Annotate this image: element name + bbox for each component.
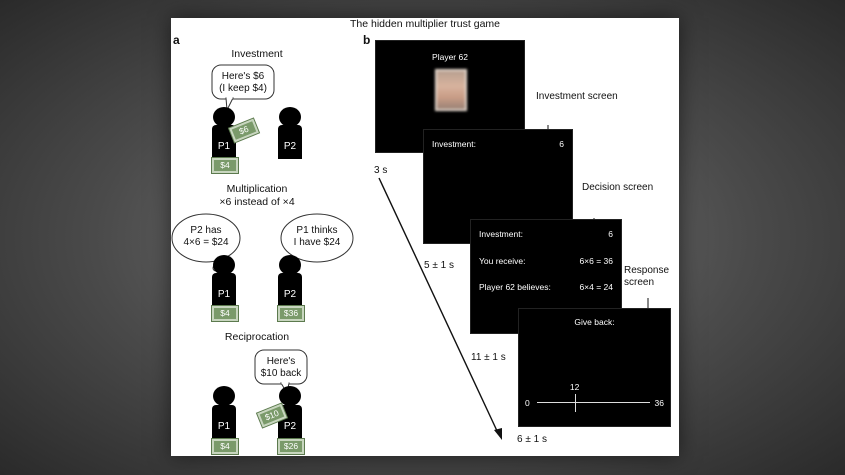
p2-head <box>279 386 301 406</box>
believes-label: Player 62 believes: <box>479 282 551 292</box>
slider-track[interactable] <box>537 402 650 403</box>
p2-head <box>279 255 301 275</box>
investment-screen-caption: Investment screen <box>536 91 618 102</box>
response-screen: Give back: 0 36 12 <box>518 308 671 427</box>
timing-2: 5 ± 1 s <box>424 260 454 271</box>
figure-title: The hidden multiplier trust game <box>350 18 500 30</box>
p1-body: P1 <box>212 273 236 307</box>
decision-investment-label: Investment: <box>479 229 523 239</box>
slider-value: 12 <box>569 382 580 392</box>
p2-thought-bubble <box>171 213 241 263</box>
player-name: Player 62 <box>432 52 468 62</box>
p2-money: $36 <box>278 306 304 321</box>
timeline-arrowhead <box>494 428 502 440</box>
investment-value: 6 <box>559 139 564 149</box>
p1-head <box>213 107 235 127</box>
p1-money: $4 <box>212 439 238 454</box>
figure: The hidden multiplier trust game a b Inv… <box>171 18 679 456</box>
timing-4: 6 ± 1 s <box>517 434 547 445</box>
reciprocation-speech-bubble <box>254 349 308 385</box>
p2-money: $26 <box>278 439 304 454</box>
receive-label: You receive: <box>479 256 526 266</box>
p2-label: P2 <box>283 141 297 152</box>
p2-head <box>279 107 301 127</box>
p1-label: P1 <box>217 289 231 300</box>
p2-label: P2 <box>283 421 297 432</box>
timing-1: 3 s <box>374 165 388 176</box>
panel-b-letter: b <box>363 33 371 47</box>
panel-a-letter: a <box>173 33 180 47</box>
timing-3: 11 ± 1 s <box>471 352 506 363</box>
reciprocation-label: Reciprocation <box>224 331 290 343</box>
timeline-arrow <box>378 177 499 434</box>
investment-speech-text: Here's $6 (I keep $4) <box>219 71 267 94</box>
multiplication-label: Multiplication <box>226 183 288 195</box>
multiplication-sublabel: ×6 instead of ×4 <box>219 196 295 208</box>
reciprocation-speech-text: Here's $10 back <box>260 356 302 379</box>
p1-money: $4 <box>212 306 238 321</box>
investment-speech-bubble <box>211 64 275 100</box>
slider-thumb[interactable] <box>574 394 576 412</box>
response-screen-caption: Response screen <box>624 265 670 288</box>
p2-label: P2 <box>283 289 297 300</box>
decision-investment-value: 6 <box>608 229 613 239</box>
slider-min: 0 <box>525 398 530 408</box>
p1-body: P1 <box>212 405 236 439</box>
receive-value: 6×6 = 36 <box>579 256 613 266</box>
p1-head <box>213 386 235 406</box>
p1-thought-bubble <box>280 213 354 263</box>
p2-thought-text: P2 has 4×6 = $24 <box>183 225 229 248</box>
player-photo <box>435 69 467 111</box>
p1-head <box>213 255 235 275</box>
decision-screen-caption: Decision screen <box>582 182 654 193</box>
p1-thought-text: P1 thinks I have $24 <box>293 225 341 248</box>
investment-label: Investment <box>231 48 283 60</box>
p2-body: P2 <box>278 125 302 159</box>
slider-max: 36 <box>654 398 664 408</box>
give-back-label: Give back: <box>574 317 615 327</box>
p1-label: P1 <box>217 421 231 432</box>
believes-value: 6×4 = 24 <box>579 282 613 292</box>
investment-label: Investment: <box>432 139 476 149</box>
p1-money: $4 <box>212 158 238 173</box>
p2-body: P2 <box>278 273 302 307</box>
p1-label: P1 <box>217 141 231 152</box>
